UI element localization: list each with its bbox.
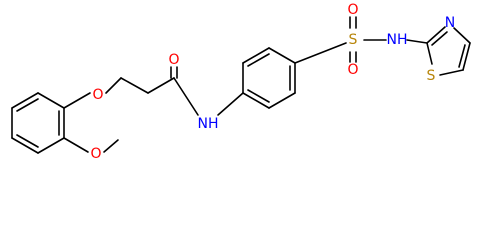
bond bbox=[37, 137, 65, 154]
bond bbox=[147, 77, 175, 94]
bond bbox=[406, 39, 428, 44]
bonds bbox=[11, 16, 471, 154]
bond bbox=[247, 89, 270, 103]
amide-nitrogen-label: NH bbox=[198, 116, 219, 132]
bond bbox=[37, 92, 65, 109]
bond bbox=[426, 42, 433, 65]
bond bbox=[462, 42, 471, 71]
bond bbox=[11, 137, 39, 154]
bond bbox=[16, 98, 39, 112]
bond bbox=[120, 77, 149, 94]
bond bbox=[63, 137, 89, 153]
bond bbox=[105, 77, 122, 94]
bond bbox=[103, 139, 119, 153]
bond bbox=[268, 47, 296, 64]
bond bbox=[458, 44, 466, 68]
sulfonyl-oxygen-top-label: O bbox=[347, 2, 358, 18]
carbonyl-oxygen-label: O bbox=[168, 52, 179, 68]
bond bbox=[217, 92, 244, 116]
bond bbox=[63, 92, 91, 109]
bond bbox=[242, 92, 270, 109]
bond bbox=[294, 42, 347, 64]
bond bbox=[453, 27, 471, 44]
bond bbox=[431, 31, 448, 46]
bond bbox=[173, 77, 199, 116]
molecule-structure: O O O NH S O O NH N S bbox=[11, 2, 471, 162]
bond bbox=[16, 134, 39, 148]
thiazole-nitrogen-label: N bbox=[445, 15, 455, 31]
ether-oxygen-label: O bbox=[92, 87, 103, 103]
bond bbox=[247, 53, 270, 67]
bond bbox=[242, 47, 270, 64]
bond bbox=[426, 26, 446, 44]
sulfonamide-nitrogen-label: NH bbox=[387, 32, 408, 48]
bond bbox=[439, 69, 464, 76]
bond bbox=[268, 92, 296, 109]
thiazole-sulfur-label: S bbox=[427, 68, 436, 84]
methoxy-oxygen-label: O bbox=[90, 146, 101, 162]
sulfonyl-oxygen-bottom-label: O bbox=[347, 62, 358, 78]
atom-labels: O O O NH S O O NH N S bbox=[90, 2, 455, 162]
sulfur-label: S bbox=[349, 32, 358, 48]
bond bbox=[11, 92, 39, 109]
